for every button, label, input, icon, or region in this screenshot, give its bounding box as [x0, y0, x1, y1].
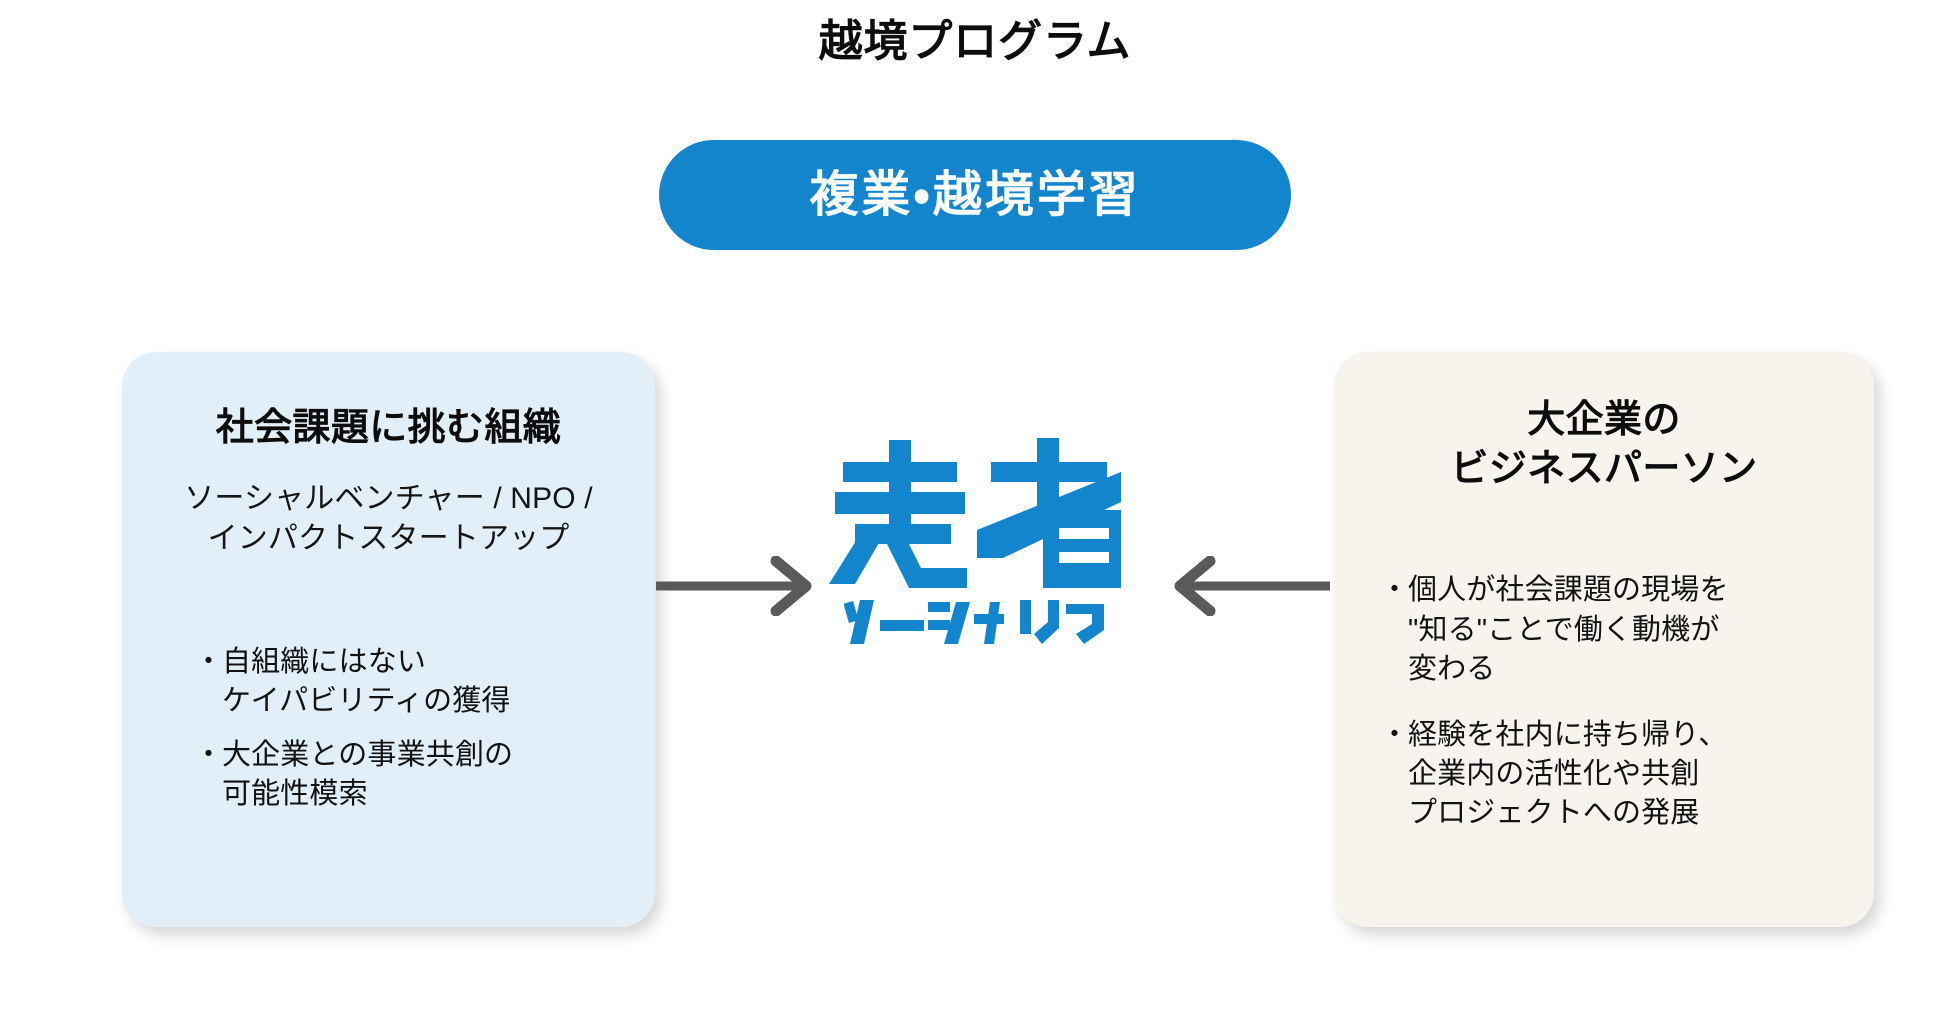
- bullet-line-3: 変わる: [1408, 653, 1496, 686]
- bullet-marker-icon: ・: [1380, 718, 1410, 751]
- list-item: ・ 経験を社内に持ち帰り、 企業内の活性化や共創 プロジェクトへの発展: [1378, 716, 1848, 834]
- bullet-marker-icon: ・: [194, 738, 224, 771]
- right-card-corporate-professionals: 大企業の ビジネスパーソン ・ 個人が社会課題の現場を "知る"ことで働く動機が…: [1334, 352, 1874, 927]
- bullet-line-3: プロジェクトへの発展: [1408, 797, 1700, 830]
- right-card-title-line-1: 大企業の: [1527, 399, 1681, 441]
- right-card-title: 大企業の ビジネスパーソン: [1360, 396, 1848, 493]
- program-badge: 複業・越境学習: [659, 140, 1291, 250]
- bullet-line-2: 企業内の活性化や共創: [1408, 758, 1700, 790]
- arrow-right-icon: [656, 555, 812, 617]
- bullet-line-2: 可能性模索: [222, 778, 368, 811]
- arrow-right-to-center: [1160, 555, 1330, 621]
- left-card-bullet-list: ・ 自組織にはない ケイパビリティの獲得 ・ 大企業との事業共創の 可能性模索: [148, 643, 629, 815]
- right-card-title-line-2: ビジネスパーソン: [1450, 447, 1758, 490]
- page-title: 越境プログラム: [818, 17, 1132, 66]
- arrow-left-icon: [1174, 555, 1330, 617]
- list-item: ・ 自組織にはない ケイパビリティの獲得: [192, 643, 629, 722]
- left-card-subtitle-line-2: インパクトスタートアップ: [207, 521, 570, 555]
- bullet-marker-icon: ・: [1380, 574, 1410, 607]
- list-item: ・ 大企業との事業共創の 可能性模索: [192, 736, 629, 815]
- list-item: ・ 個人が社会課題の現場を "知る"ことで働く動機が 変わる: [1378, 571, 1848, 689]
- soucharia-tagline-icon: [844, 600, 1104, 644]
- arrow-left-to-center: [656, 555, 826, 621]
- bullet-line-1: 個人が社会課題の現場を: [1408, 574, 1729, 607]
- bullet-line-2: ケイパビリティの獲得: [222, 685, 511, 718]
- sousha-wordmark-icon: [829, 438, 1121, 588]
- bullet-line-1: 自組織にはない: [222, 646, 427, 678]
- left-card-subtitle-line-1: ソーシャルベンチャー / NPO /: [184, 481, 593, 515]
- bullet-marker-icon: ・: [194, 646, 224, 678]
- bullet-line-1: 経験を社内に持ち帰り、: [1408, 718, 1728, 751]
- bullet-line-1: 大企業との事業共創の: [222, 738, 514, 771]
- left-card-social-organizations: 社会課題に挑む組織 ソーシャルベンチャー / NPO / インパクトスタートアッ…: [122, 352, 655, 927]
- left-card-title: 社会課題に挑む組織: [215, 407, 562, 449]
- center-logo: [765, 432, 1185, 650]
- left-card-subtitle: ソーシャルベンチャー / NPO / インパクトスタートアップ: [148, 479, 629, 559]
- right-card-bullet-list: ・ 個人が社会課題の現場を "知る"ことで働く動機が 変わる ・ 経験を社内に持…: [1360, 571, 1848, 834]
- program-badge-label: 複業・越境学習: [809, 167, 1141, 222]
- bullet-line-2: "知る"ことで働く動機が: [1408, 613, 1720, 646]
